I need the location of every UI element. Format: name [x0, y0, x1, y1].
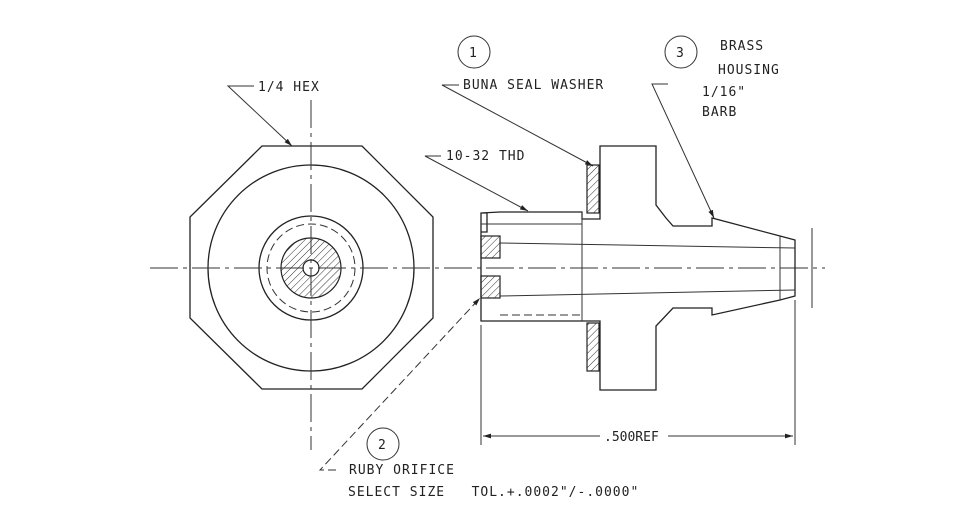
dimension-500ref: .500REF — [480, 300, 796, 445]
hex-outline — [189, 145, 434, 390]
callout-thread: 10-32 THD — [424, 149, 529, 212]
barb-label-line2: BARB — [702, 105, 737, 120]
callout-seal: 1 BUNA SEAL WASHER — [441, 35, 604, 167]
end-view — [189, 100, 434, 450]
housing-label-line1: BRASS — [720, 39, 764, 54]
barb-label-line1: 1/16" — [702, 85, 746, 100]
orifice-balloon-number: 2 — [378, 438, 387, 453]
orifice-label-line2: SELECT SIZE TOL.+.0002"/-.0000" — [348, 485, 639, 500]
ruby-orifice-section-top — [480, 235, 501, 259]
seal-balloon — [457, 35, 491, 69]
seal-washer-section-top — [586, 164, 600, 214]
housing-balloon-number: 3 — [676, 46, 685, 61]
housing-label-line2: HOUSING — [718, 63, 780, 78]
hex-label: 1/4 HEX — [258, 80, 320, 95]
ruby-orifice-section-bottom — [480, 275, 501, 299]
orifice-label-line1: RUBY ORIFICE — [349, 463, 455, 478]
side-view — [480, 145, 813, 391]
housing-profile — [480, 145, 796, 391]
seal-label: BUNA SEAL WASHER — [463, 78, 604, 93]
callout-hex: 1/4 HEX — [226, 80, 320, 147]
callout-housing: 3 BRASS HOUSING 1/16" BARB — [651, 35, 780, 219]
housing-leader — [651, 83, 715, 219]
orifice-leader — [318, 297, 481, 471]
hex-leader — [226, 85, 293, 147]
seal-balloon-number: 1 — [469, 46, 478, 61]
seal-leader — [441, 84, 594, 167]
callout-orifice: 2 RUBY ORIFICE SELECT SIZE TOL.+.0002"/-… — [318, 297, 639, 500]
orifice-balloon — [366, 427, 400, 461]
thread-label: 10-32 THD — [446, 149, 525, 164]
bore-line-top — [499, 242, 796, 249]
seal-washer-section-bottom — [586, 322, 600, 372]
housing-balloon — [664, 35, 698, 69]
bore-line-bottom — [499, 289, 796, 297]
thread-leader — [424, 155, 529, 212]
dimension-label: .500REF — [604, 430, 659, 445]
